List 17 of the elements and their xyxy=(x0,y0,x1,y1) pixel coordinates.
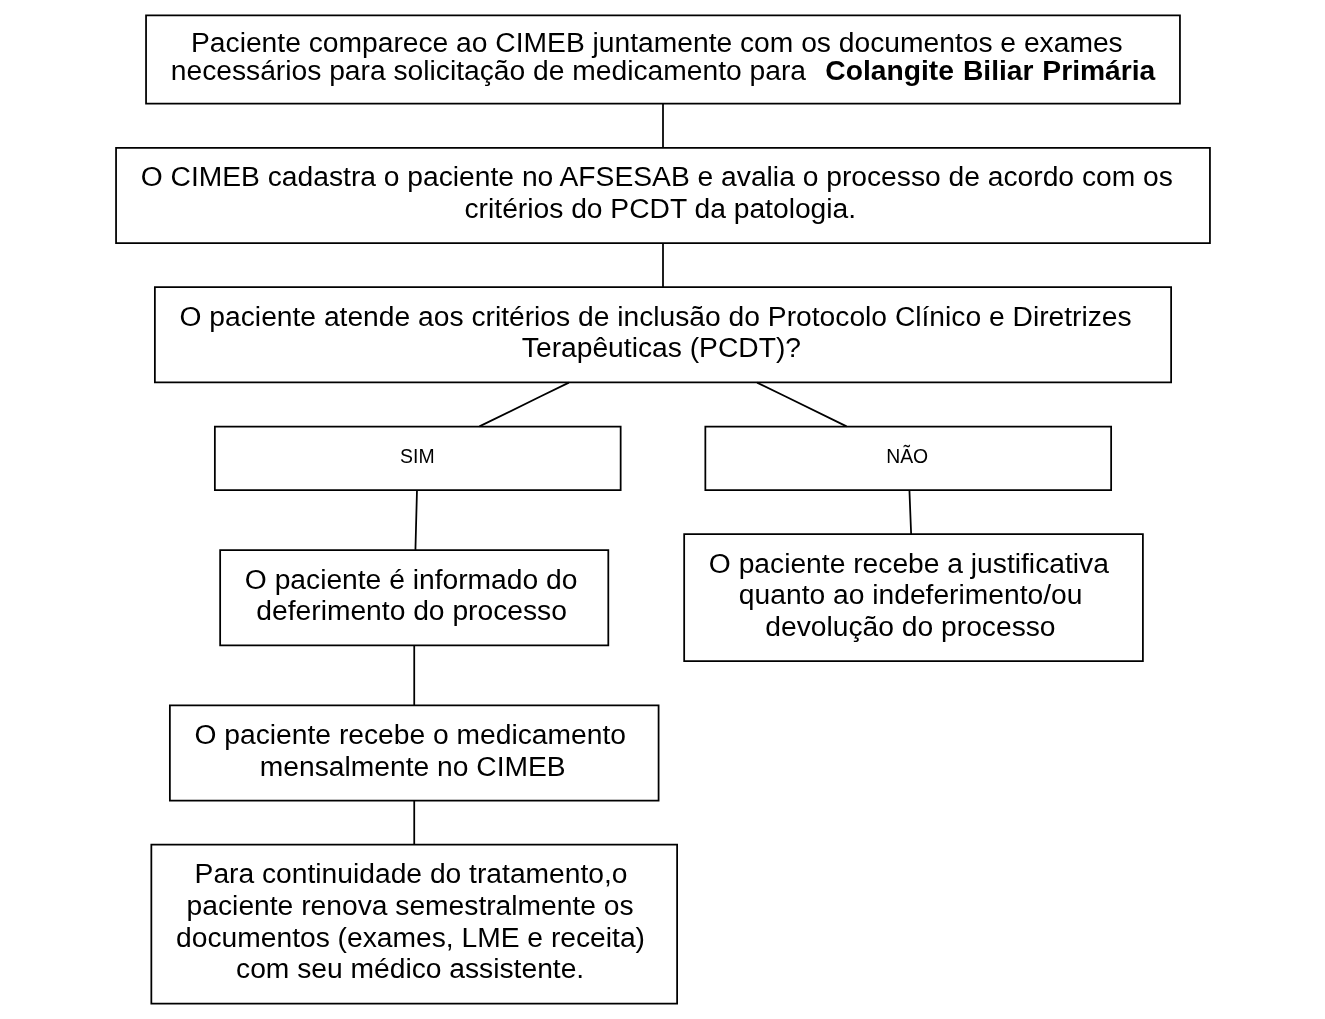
connector xyxy=(755,381,847,428)
node-box: O paciente recebe o medicamento mensalmente no CIMEB xyxy=(168,704,659,802)
connector xyxy=(414,489,418,551)
node-box: O CIMEB cadastra o paciente no AFSESAB e avalia o processo de acordo com os critérios do PCDT da patologia. xyxy=(114,146,1211,244)
node-box: SIM xyxy=(213,425,622,491)
node-box: Paciente comparece ao CIMEB juntamente com os documentos e exames necessários para solicitação de medicamento para Colangite Biliar Primária xyxy=(144,14,1181,105)
node-box: Para continuidade do tratamento,o paciente renova semestralmente os documentos (exames, LME e receita) com seu médico assistente. xyxy=(149,843,678,1005)
node-box: O paciente é informado do deferimento do processo xyxy=(218,549,609,647)
connector xyxy=(908,489,912,536)
connector xyxy=(412,800,415,845)
connector xyxy=(661,103,664,149)
connector xyxy=(412,644,415,707)
connector xyxy=(661,242,664,288)
connector xyxy=(478,381,570,428)
node-box: NÃO xyxy=(703,425,1112,491)
node-box: O paciente recebe a justificativa quanto ao indeferimento/ou devolução do processo xyxy=(682,533,1144,663)
node-box: O paciente atende aos critérios de inclusão do Protocolo Clínico e Diretrizes Terapêuticas (PCDT)? xyxy=(153,286,1172,384)
